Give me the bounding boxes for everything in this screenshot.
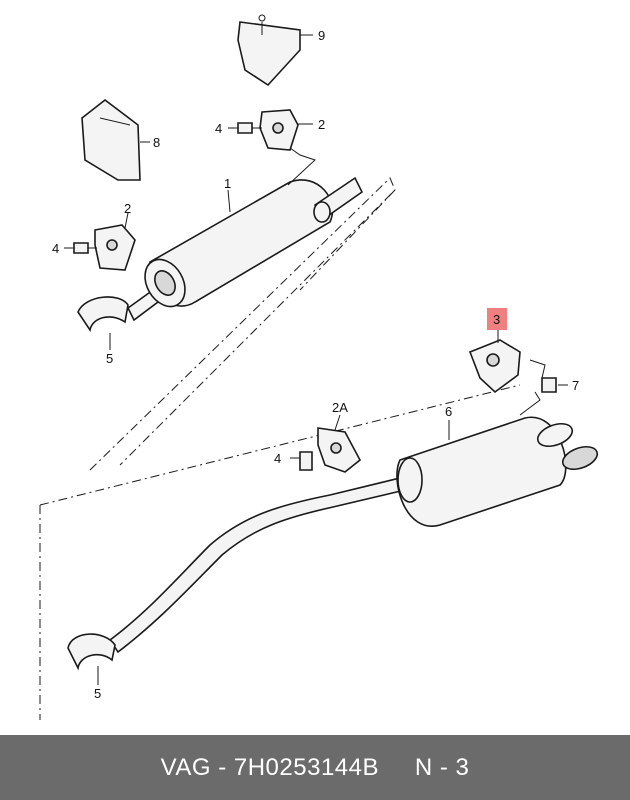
exhaust-system-diagram: 9 2 4 8 1 2 4 5 3 7 2A 6 4 5 <box>39 14 599 720</box>
center-muffler <box>144 176 364 308</box>
muffler-hanger-rod <box>287 147 316 186</box>
callout-2-left: 2 <box>124 201 131 216</box>
brand-label: VAG <box>160 753 212 781</box>
bolt-top <box>237 122 262 134</box>
bolt-middle <box>299 451 313 471</box>
callout-4-left: 4 <box>52 241 59 256</box>
footer-separator-1: - <box>211 753 234 781</box>
heat-shield-bracket-9 <box>237 14 301 87</box>
callout-5-bottom: 5 <box>94 686 101 701</box>
rear-muffler <box>396 391 599 527</box>
callout-4-top: 4 <box>215 121 222 136</box>
callout-3: 3 <box>493 312 500 327</box>
callout-5-left: 5 <box>106 351 113 366</box>
bolt-left <box>73 242 97 254</box>
bracket-3 <box>468 339 521 394</box>
clamp-5-lower <box>67 633 116 671</box>
leader-lines <box>64 34 568 685</box>
callout-1: 1 <box>224 176 231 191</box>
diagram-position: N - 3 <box>414 753 470 781</box>
rubber-hanger-2A <box>317 427 362 473</box>
callout-2A: 2A <box>332 400 348 415</box>
callout-6: 6 <box>445 404 452 419</box>
bolt-7 <box>529 359 557 393</box>
clamp-5-upper <box>77 296 129 333</box>
callout-8: 8 <box>153 135 160 150</box>
callout-2-top: 2 <box>318 117 325 132</box>
callout-7: 7 <box>572 378 579 393</box>
rubber-hanger-top <box>259 109 299 151</box>
callout-4-mid: 4 <box>274 451 281 466</box>
boundary-frame <box>39 177 521 720</box>
heat-shield-8 <box>81 98 141 181</box>
part-info-footer: VAG - 7H0253144B N - 3 <box>0 735 630 800</box>
highlight-3 <box>487 308 507 330</box>
rubber-hanger-left <box>94 224 136 271</box>
footer-separator-2 <box>379 754 415 782</box>
part-number: 7H0253144B <box>233 753 379 781</box>
callout-9: 9 <box>318 28 325 43</box>
connecting-pipe <box>108 477 407 654</box>
